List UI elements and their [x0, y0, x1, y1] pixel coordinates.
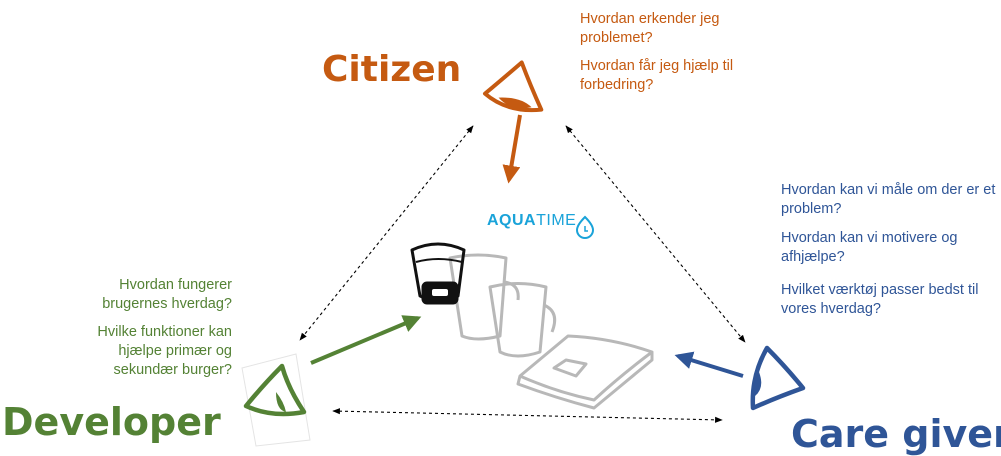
eye-icon — [482, 60, 544, 113]
cup-icon — [488, 282, 557, 358]
bottle-icon — [410, 242, 466, 305]
developer-questions: Hvordan fungerer brugernes hverdag? Hvil… — [60, 276, 232, 389]
caregiver-questions: Hvordan kan vi måle om der er et problem… — [781, 181, 996, 329]
logo-text-light: TIME — [536, 212, 577, 229]
logo-text-bold: AQUA — [487, 212, 537, 229]
citizen-questions: Hvordan erkender jeg problemet? Hvordan … — [580, 10, 780, 104]
cup-icon — [448, 253, 520, 341]
caregiver-question: Hvordan kan vi måle om der er et problem… — [781, 182, 996, 217]
citizen-question: Hvordan erkender jeg problemet? — [580, 11, 720, 46]
caregiver-question: Hvilket værktøj passer bedst til vores h… — [781, 282, 979, 317]
scale-icon — [516, 334, 654, 410]
aquatime-logo: AQUATIME — [487, 212, 576, 230]
caregiver-title: Care giver — [791, 412, 1001, 456]
link-citizen-developer — [299, 125, 474, 341]
arrow-developer-to-product — [310, 315, 422, 365]
link-developer-caregiver — [332, 408, 723, 423]
arrow-caregiver-to-product — [674, 351, 744, 378]
eye-icon — [241, 353, 311, 447]
link-citizen-caregiver — [565, 125, 746, 343]
eye-icon — [750, 345, 806, 411]
developer-title: Developer — [2, 400, 221, 444]
developer-question: Hvilke funktioner kan hjælpe primær og s… — [97, 324, 232, 378]
arrow-citizen-to-product — [502, 114, 522, 184]
clock-drop-icon — [575, 215, 595, 239]
developer-question: Hvordan fungerer brugernes hverdag? — [102, 277, 232, 312]
caregiver-question: Hvordan kan vi motivere og afhjælpe? — [781, 230, 958, 265]
logo-text: AQUATIME — [487, 212, 576, 230]
citizen-title: Citizen — [322, 49, 462, 90]
citizen-question: Hvordan får jeg hjælp til forbedring? — [580, 58, 734, 93]
